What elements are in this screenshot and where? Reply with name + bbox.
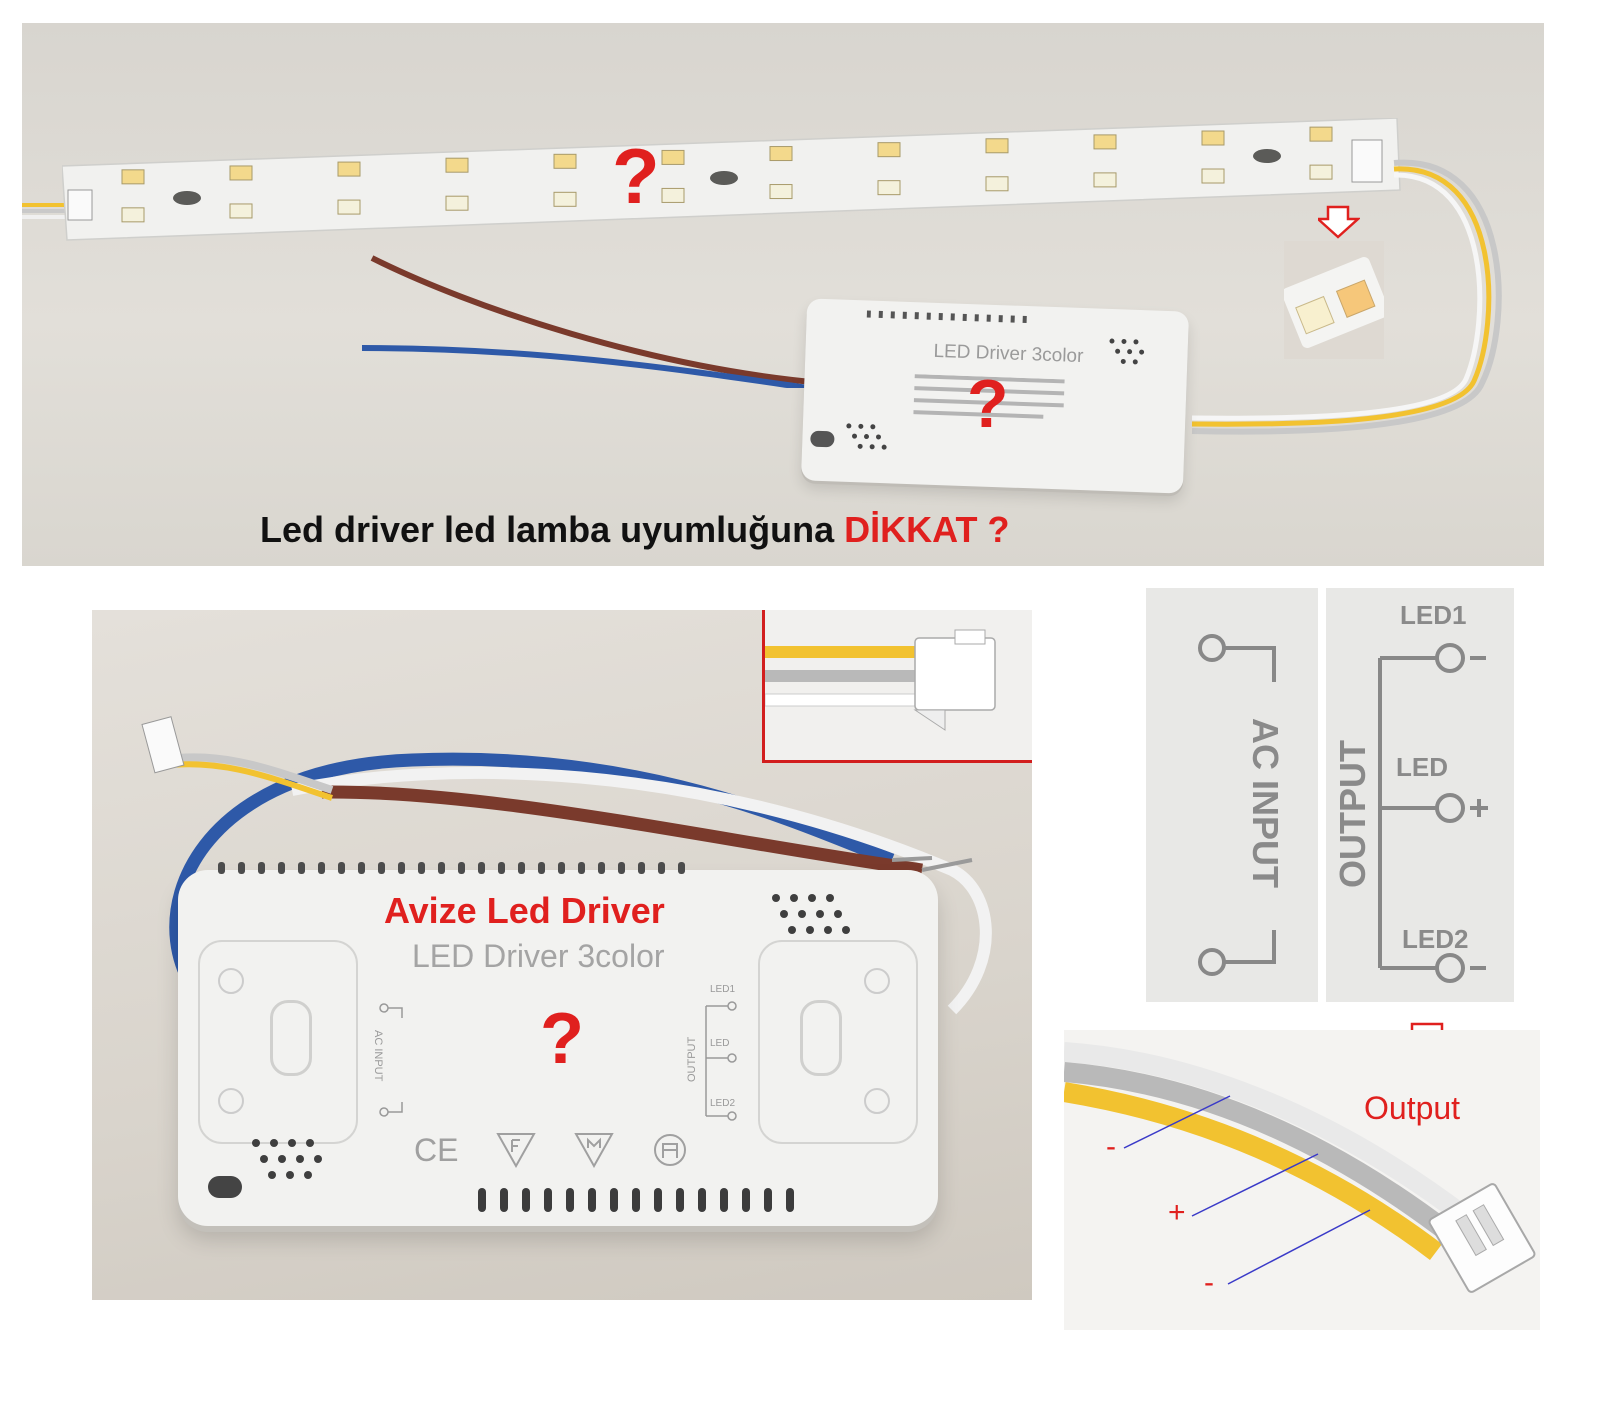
vent-holes-icon: [772, 894, 850, 934]
led-chip-icon: [553, 191, 577, 207]
m-mark-icon: [574, 1133, 614, 1168]
vent-holes-icon: [478, 1188, 794, 1212]
avize-led-driver-title: Avize Led Driver: [384, 890, 665, 931]
led2-label: LED2: [710, 1098, 736, 1109]
minus-top-label: -: [1106, 1130, 1116, 1163]
ac-input-label-large: AC INPUT: [1245, 718, 1286, 888]
ac-input-label: AC INPUT: [372, 1030, 384, 1082]
caption-text: Led driver led lamba uyumluğuna: [260, 509, 845, 550]
led-chip-icon: [769, 184, 793, 200]
led-chip-icon: [985, 176, 1009, 192]
output-wires: [1064, 1042, 1536, 1293]
led-strip-board: [62, 118, 1401, 241]
output-label-large: OUTPUT: [1332, 740, 1373, 888]
led-chip-icon: [877, 180, 901, 196]
output-caption: Output: [1364, 1090, 1461, 1126]
led-chip-icon: [1093, 134, 1117, 150]
spec-text-lines: [913, 374, 1065, 419]
right-mount-pad: [758, 940, 918, 1144]
led-chip-icon: [121, 207, 145, 223]
led1-label-large: LED1: [1400, 600, 1467, 630]
led-chip-icon: [1201, 168, 1225, 184]
output-symbol-large: [1378, 643, 1488, 983]
connector-inset: [762, 610, 1032, 763]
ac-input-symbol: [379, 1003, 403, 1117]
led1-label: LED1: [710, 984, 736, 995]
vent-holes-icon: [846, 423, 887, 450]
led-chip-icon: [985, 138, 1009, 154]
led-chip-icon: [877, 142, 901, 158]
question-mark-icon: ?: [967, 366, 1009, 442]
vent-holes-icon: [866, 310, 1027, 324]
led-label-large: LED: [1396, 752, 1448, 782]
led-chip-icon: [1093, 172, 1117, 188]
driver-title: LED Driver 3color: [933, 340, 1084, 368]
down-arrow-icon: [1318, 205, 1360, 239]
led-chip-icon: [553, 153, 577, 169]
avize-led-driver-body: Avize Led Driver LED Driver 3color ? AC …: [178, 862, 938, 1226]
driver-model-label: LED Driver 3color: [412, 938, 665, 974]
output-symbol: [705, 1001, 737, 1121]
cert-mark-icon: [654, 1134, 686, 1166]
question-mark-icon: ?: [540, 999, 584, 1079]
led-chip-icon: [229, 165, 253, 181]
led-chip-icon: [229, 203, 253, 219]
connector-icon: [1428, 1183, 1536, 1293]
vent-holes-icon: [218, 862, 685, 874]
led-chip-icon: [661, 149, 685, 165]
led2-label-large: LED2: [1402, 924, 1469, 954]
led-chip-icon: [337, 161, 361, 177]
top-photo-panel: ? LED Driver 3color: [22, 23, 1544, 566]
minus-bottom-label: -: [1204, 1266, 1214, 1299]
led-label: LED: [710, 1038, 730, 1049]
wire-closeup-panel: Output - + -: [1064, 1030, 1540, 1330]
bottom-left-photo-panel: Avize Led Driver LED Driver 3color ? AC …: [92, 610, 1032, 1300]
led-chip-icon: [769, 146, 793, 162]
ac-input-closeup: AC INPUT: [1146, 588, 1318, 1002]
led-chip-icon: [1309, 126, 1333, 142]
caption-warning: DİKKAT ?: [844, 509, 1010, 550]
connector-icon: [765, 629, 996, 731]
right-wire-loop: [1191, 159, 1502, 435]
led-chip-icon: [1284, 257, 1384, 348]
plus-label: +: [1168, 1196, 1186, 1229]
led-chip-icon: [337, 199, 361, 215]
vent-holes-icon: [1109, 338, 1145, 365]
output-closeup: OUTPUT LED1 LED LED2: [1326, 588, 1514, 1002]
question-mark-icon: ?: [612, 132, 660, 220]
output-label: OUTPUT: [686, 1036, 698, 1082]
ac-input-symbol-large: [1198, 634, 1276, 976]
led-chip-icon: [661, 187, 685, 203]
led-chip-icon: [445, 195, 469, 211]
led-chip-icon: [121, 169, 145, 185]
led-chip-icon: [1309, 164, 1333, 180]
vent-holes-icon: [252, 1139, 322, 1179]
ce-mark: CE: [414, 1132, 459, 1168]
top-caption: Led driver led lamba uyumluğuna DİKKAT ?: [260, 509, 1009, 551]
top-led-driver: LED Driver 3color: [800, 298, 1190, 494]
led-chip-icon: [445, 157, 469, 173]
led-chip-inset: [1284, 241, 1384, 359]
f-mark-icon: [496, 1133, 536, 1168]
left-wire-stub: [22, 203, 72, 219]
ac-input-wires: [361, 255, 823, 388]
led-chip-icon: [1201, 130, 1225, 146]
